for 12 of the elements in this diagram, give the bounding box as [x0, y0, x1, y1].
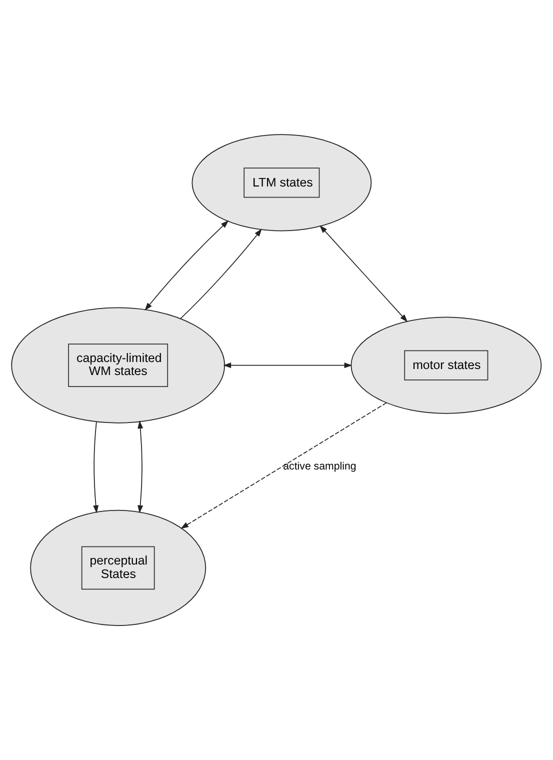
- node-ellipse: motor states: [350, 316, 542, 414]
- arrow: [138, 420, 144, 514]
- node-ellipse: LTM states: [192, 134, 372, 232]
- arrow: [93, 421, 99, 514]
- edge-label: active sampling: [283, 460, 356, 472]
- node-ellipse: capacity-limited WM states: [11, 307, 226, 424]
- arrow: [180, 228, 262, 320]
- arrow: [144, 220, 229, 311]
- arrow: [180, 402, 387, 529]
- arrow: [320, 225, 408, 322]
- arrow: [223, 362, 352, 368]
- node-ellipse: perceptual States: [30, 510, 206, 626]
